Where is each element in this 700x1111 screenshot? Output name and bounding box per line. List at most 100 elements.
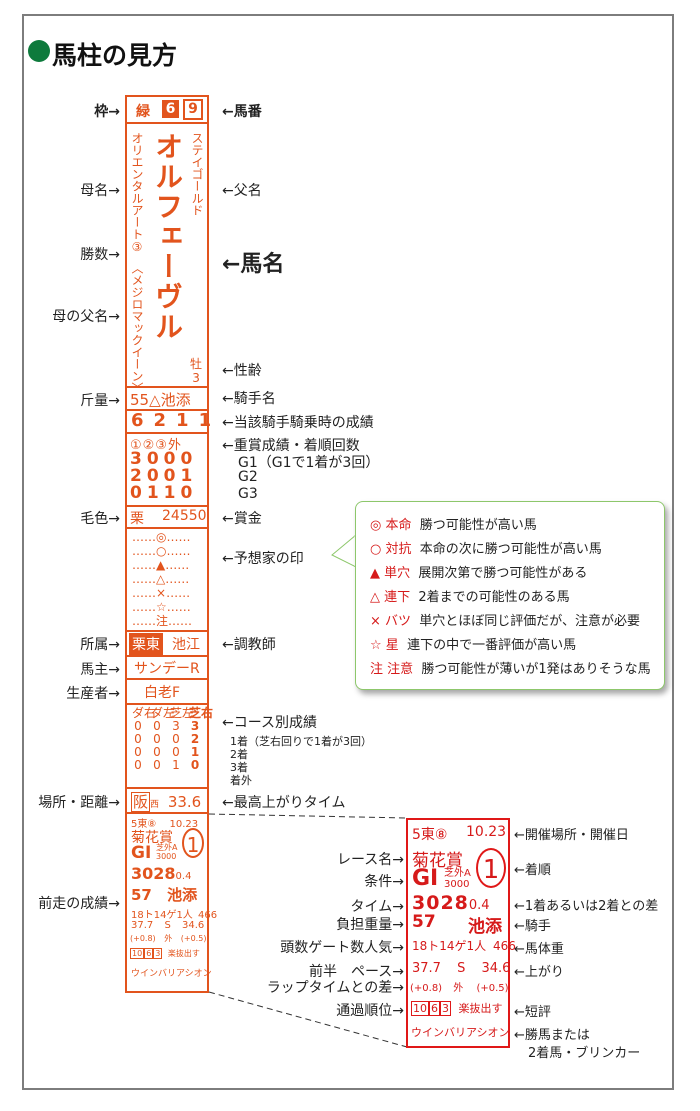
detail-date-place: 5東⑧: [412, 827, 448, 843]
mark-6: ……☆……: [132, 600, 191, 614]
mark-4: ……△……: [132, 572, 190, 586]
mark-batsu: ×: [156, 586, 167, 600]
mini-race-name: 菊花賞: [131, 830, 173, 846]
detail-label-pace: 前半 ペース→: [308, 964, 404, 980]
detail-label-result: ←着順: [514, 863, 551, 878]
page-title: 馬柱の見方: [52, 41, 178, 70]
jockey-record: 6211: [131, 410, 222, 431]
mini-second: ウインバリアシオン: [131, 969, 212, 979]
age: 3: [192, 371, 200, 385]
stable-region: 栗東: [129, 633, 163, 655]
detail-label-jockey: ←騎手: [514, 919, 551, 934]
label-owner: 馬主→: [80, 662, 120, 678]
label-best-time: ←最高上がりタイム: [222, 795, 346, 811]
mini-date-place: 5東⑧ 10.23: [131, 819, 199, 830]
detail-pace: 37.7 S 34.6: [412, 961, 511, 976]
grade-row-g1: 3000: [130, 449, 198, 469]
detail-label-time: タイム→: [350, 899, 404, 915]
label-g1: G1（G1で1着が3回）: [238, 455, 380, 471]
horse-card: [125, 95, 209, 993]
divider: [125, 812, 209, 814]
detail-weight: 57: [412, 912, 436, 932]
detail-date: 10.23: [466, 824, 507, 840]
divider: [125, 630, 209, 632]
mark-3: ……▲……: [132, 558, 190, 572]
title-bullet-icon: [28, 40, 50, 62]
sex-age: 牡 3: [190, 357, 202, 385]
mini-grade: GI: [131, 843, 152, 863]
mini-field: 18ト14ゲ1人 466: [131, 910, 218, 921]
weight-jockey: 55△池添: [130, 391, 191, 409]
mark-tanana: ▲: [156, 558, 166, 572]
sire-name: ステイゴールド: [190, 132, 204, 216]
sex: 牡: [190, 357, 203, 371]
mark-hoshi: ☆: [156, 600, 167, 614]
detail-label-diff: ←1着あるいは2着との差: [514, 899, 659, 914]
detail-label-condition: 条件→: [364, 874, 404, 890]
horse-number: 9: [183, 99, 203, 120]
detail-result: 1: [476, 848, 506, 888]
label-prize: ←賞金: [222, 511, 262, 527]
best-place: 阪: [131, 792, 151, 812]
trainer-name: 池江: [172, 637, 200, 653]
owner-name: サンデーR: [134, 661, 200, 677]
legend-row: 注 注意 勝つ可能性が薄いが1発はありそうな馬: [370, 662, 651, 677]
detail-label-comment: ←短評: [514, 1005, 551, 1020]
divider: [125, 505, 209, 507]
course-col-dirt-left: ダ左 0 0 0 0: [151, 706, 176, 772]
prize: 24550: [162, 508, 207, 524]
detail-second: ウインバリアシオン: [411, 1026, 510, 1039]
label-prev-results: 前走の成績→: [38, 896, 120, 912]
label-g2: G2: [238, 469, 258, 485]
divider: [125, 655, 209, 657]
detail-label-second-2: 2着馬・ブリンカー: [528, 1046, 641, 1061]
detail-grade: GI: [412, 866, 439, 891]
mark-1: ……◎……: [132, 530, 191, 544]
mini-pace: 37.7 S 34.6: [131, 920, 205, 931]
label-dam-sire: 母の父名→: [52, 309, 120, 325]
divider: [125, 409, 209, 411]
course-col-dirt-right: ダ右 0 0 0 0: [132, 706, 157, 772]
mini-weight-jockey: 57 池添: [131, 886, 198, 904]
label-wins: 勝数→: [80, 247, 120, 263]
legend-row: ☆ 星 連下の中で一番評価が高い馬: [370, 638, 577, 653]
dam-sire-name: 〈メジロマックイーン〉: [130, 262, 144, 394]
detail-time-row: 30280.4: [412, 892, 490, 914]
dam-name: オリエンタルアート③: [130, 132, 144, 254]
label-marks: ←予想家の印: [222, 551, 304, 567]
horse-name: オルフェーヴル: [151, 132, 184, 342]
mini-result: 1: [182, 828, 204, 858]
waku-color: 緑: [136, 104, 150, 120]
divider: [125, 386, 209, 388]
divider: [125, 527, 209, 529]
label-waku: 枠→: [94, 104, 120, 120]
coat: 栗: [130, 511, 144, 527]
mark-7: ……注……: [132, 614, 193, 628]
mini-condition: 芝外A 3000: [156, 843, 178, 861]
label-sire: ←父名: [222, 183, 262, 199]
label-g3: G3: [238, 486, 258, 502]
grade-header: ①②③外: [130, 438, 182, 453]
detail-race-name: 菊花賞: [412, 851, 463, 871]
legend-row: ○ 対抗 本命の次に勝つ可能性が高い馬: [370, 542, 602, 557]
label-course-note2: 2着: [230, 748, 248, 761]
label-horse-number: ←馬番: [222, 104, 262, 120]
detail-label-race: レース名→: [336, 852, 404, 868]
detail-label-weight: 負担重量→: [336, 917, 404, 933]
label-affiliation: 所属→: [80, 637, 120, 653]
detail-label-lap: ラップタイムとの差→: [266, 980, 404, 996]
prev-race-detail: [406, 818, 510, 1048]
divider: [125, 122, 209, 124]
legend-row: ◎ 本命 勝つ可能性が高い馬: [370, 518, 537, 533]
mark-taikou: ○: [156, 544, 167, 558]
label-sex-age: ←性齢: [222, 363, 262, 379]
divider: [125, 678, 209, 680]
label-weight: 斤量→: [80, 393, 120, 409]
grade-row-g2: 2001: [130, 466, 198, 486]
legend-row: ▲ 単穴 展開次第で勝つ可能性がある: [370, 566, 588, 581]
mark-renka: △: [156, 572, 166, 586]
best-time-row: 阪西 33.6: [131, 791, 201, 812]
marks-legend: ◎ 本命 勝つ可能性が高い馬 ○ 対抗 本命の次に勝つ可能性が高い馬 ▲ 単穴 …: [355, 501, 665, 690]
